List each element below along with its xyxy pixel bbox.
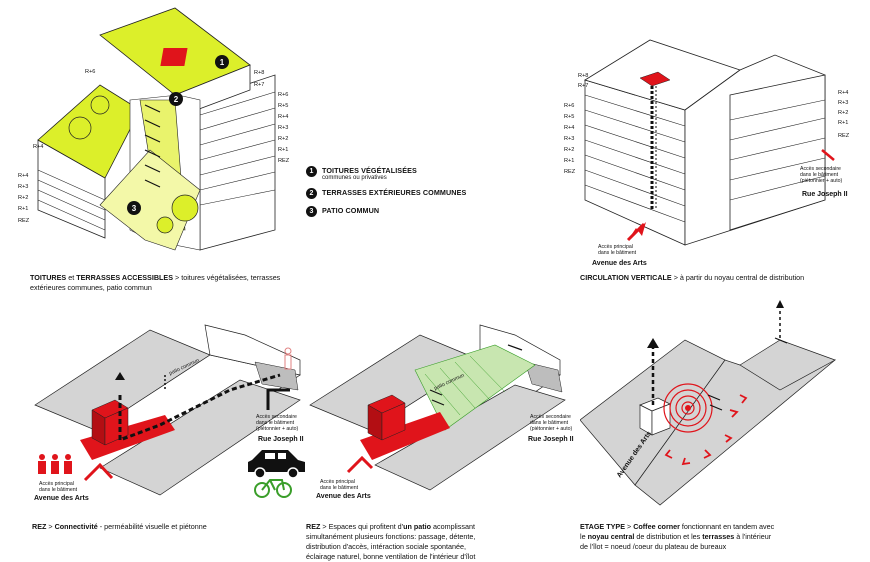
level-label: R+1 bbox=[278, 147, 288, 153]
level-label: R+4 bbox=[278, 114, 288, 120]
car-icon bbox=[248, 450, 305, 479]
level-label: R+6 bbox=[278, 92, 288, 98]
panel-vertical-circulation: R+8 R+7 R+6 R+5 R+4 R+3 R+2 R+1 REZ R+4 … bbox=[560, 0, 870, 290]
level-label: REZ bbox=[564, 169, 576, 175]
level-label: R+8 bbox=[254, 70, 264, 76]
access-secondary-label: Accès secondaire bbox=[800, 166, 841, 172]
level-label: R+4 bbox=[18, 173, 28, 179]
level-label: R+1 bbox=[18, 206, 28, 212]
level-label: REZ bbox=[278, 158, 290, 164]
legend-number: 1 bbox=[306, 166, 317, 177]
circulation-diagram: R+8 R+7 R+6 R+5 R+4 R+3 R+2 R+1 REZ R+4 … bbox=[564, 39, 850, 267]
legend-number: 3 bbox=[306, 206, 317, 217]
level-label: R+4 bbox=[838, 90, 848, 96]
legend-item: 1 TOITURES VÉGÉTALISÉES communes ou priv… bbox=[306, 166, 496, 181]
level-label: R+3 bbox=[18, 184, 28, 190]
access-secondary-label-2: dans le bâtiment bbox=[800, 172, 839, 178]
panel-rez-connectivity: patio commun Accès principal dans le bât… bbox=[0, 300, 310, 561]
level-label: R+2 bbox=[18, 195, 28, 201]
caption-typical-floor: ETAGE TYPE > Coffee corner fonctionnant … bbox=[580, 522, 775, 551]
legend-title: PATIO COMMUN bbox=[322, 206, 380, 215]
level-label: R+5 bbox=[278, 103, 288, 109]
marker-2: 2 bbox=[169, 92, 183, 106]
level-label: R+3 bbox=[838, 100, 848, 106]
access-secondary-label-2: dans le bâtiment bbox=[530, 420, 569, 426]
rez-connectivity-diagram: patio commun Accès principal dans le bât… bbox=[34, 324, 305, 502]
legend: 1 TOITURES VÉGÉTALISÉES communes ou priv… bbox=[306, 166, 496, 224]
svg-text:1: 1 bbox=[220, 58, 225, 67]
legend-title: TOITURES VÉGÉTALISÉES bbox=[322, 166, 417, 175]
marker-1: 1 bbox=[215, 55, 229, 69]
level-label: R+7 bbox=[578, 83, 588, 89]
level-label: R+6 bbox=[85, 69, 95, 75]
level-label: R+3 bbox=[278, 125, 288, 131]
roofs-diagram: R+4 R+3 R+2 R+1 REZ R+4 R+6 R+8 R+7 R+6 … bbox=[18, 7, 290, 251]
level-label: REZ bbox=[838, 133, 850, 139]
typical-floor-diagram: Avenue des Arts bbox=[580, 300, 837, 506]
legend-item: 3 PATIO COMMUN bbox=[306, 206, 496, 217]
street-label: Rue Joseph II bbox=[802, 191, 848, 198]
access-main-label-2: dans le bâtiment bbox=[39, 487, 78, 493]
level-label: R+7 bbox=[254, 82, 264, 88]
access-main-label: Accès principal bbox=[598, 244, 633, 250]
access-main-label-2: dans le bâtiment bbox=[598, 250, 637, 256]
level-label: R+2 bbox=[278, 136, 288, 142]
svg-text:3: 3 bbox=[132, 204, 137, 213]
legend-title: TERRASSES EXTÉRIEURES COMMUNES bbox=[322, 188, 467, 197]
caption-rez-connectivity: REZ > Connectivité - perméabilité visuel… bbox=[32, 522, 207, 531]
caption-roofs: TOITURES et TERRASSES ACCESSIBLES > toit… bbox=[30, 273, 281, 292]
svg-text:2: 2 bbox=[174, 95, 179, 104]
access-secondary-label-3: (piétonnier + auto) bbox=[800, 178, 843, 184]
street-label: Avenue des Arts bbox=[316, 493, 371, 500]
level-label: R+1 bbox=[564, 158, 574, 164]
access-main-label: Accès principal bbox=[320, 479, 355, 485]
street-label: Avenue des Arts bbox=[34, 495, 89, 502]
legend-item: 2 TERRASSES EXTÉRIEURES COMMUNES bbox=[306, 188, 496, 199]
rez-patio-diagram: patio commun Accès principal dans le bât… bbox=[309, 324, 574, 500]
marker-3: 3 bbox=[127, 201, 141, 215]
caption-circulation: CIRCULATION VERTICALE > à partir du noya… bbox=[580, 273, 805, 282]
bicycle-icon bbox=[254, 479, 292, 498]
level-label: R+4 bbox=[33, 144, 43, 150]
access-secondary-label-3: (piétonnier + auto) bbox=[256, 426, 299, 432]
panel-typical-floor: Avenue des Arts ETAGE TYPE > Coffee corn… bbox=[580, 300, 870, 561]
street-label: Rue Joseph II bbox=[528, 436, 574, 443]
level-label: R+4 bbox=[564, 125, 574, 131]
access-secondary-label: Accès secondaire bbox=[256, 414, 297, 420]
level-label: REZ bbox=[18, 218, 30, 224]
caption-rez-patio: REZ > Espaces qui profitent d'un patio a… bbox=[306, 522, 476, 561]
level-label: R+1 bbox=[838, 120, 848, 126]
level-label: R+2 bbox=[838, 110, 848, 116]
level-label: R+8 bbox=[578, 73, 588, 79]
legend-number: 2 bbox=[306, 188, 317, 199]
access-secondary-label-3: (piétonnier + auto) bbox=[530, 426, 573, 432]
level-label: R+3 bbox=[564, 136, 574, 142]
street-label: Rue Joseph II bbox=[258, 436, 304, 443]
pedestrians-icon bbox=[38, 454, 72, 474]
level-label: R+5 bbox=[564, 114, 574, 120]
panel-rez-patio: patio commun Accès principal dans le bât… bbox=[300, 300, 590, 561]
access-secondary-label-2: dans le bâtiment bbox=[256, 420, 295, 426]
level-label: R+2 bbox=[564, 147, 574, 153]
access-main-label-2: dans le bâtiment bbox=[320, 485, 359, 491]
access-main-label: Accès principal bbox=[39, 481, 74, 487]
panel-roofs-terraces: R+4 R+3 R+2 R+1 REZ R+4 R+6 R+8 R+7 R+6 … bbox=[0, 0, 300, 270]
level-label: R+6 bbox=[564, 103, 574, 109]
street-label: Avenue des Arts bbox=[592, 260, 647, 267]
legend-subtitle: communes ou privatives bbox=[322, 175, 387, 181]
access-secondary-label: Accès secondaire bbox=[530, 414, 571, 420]
